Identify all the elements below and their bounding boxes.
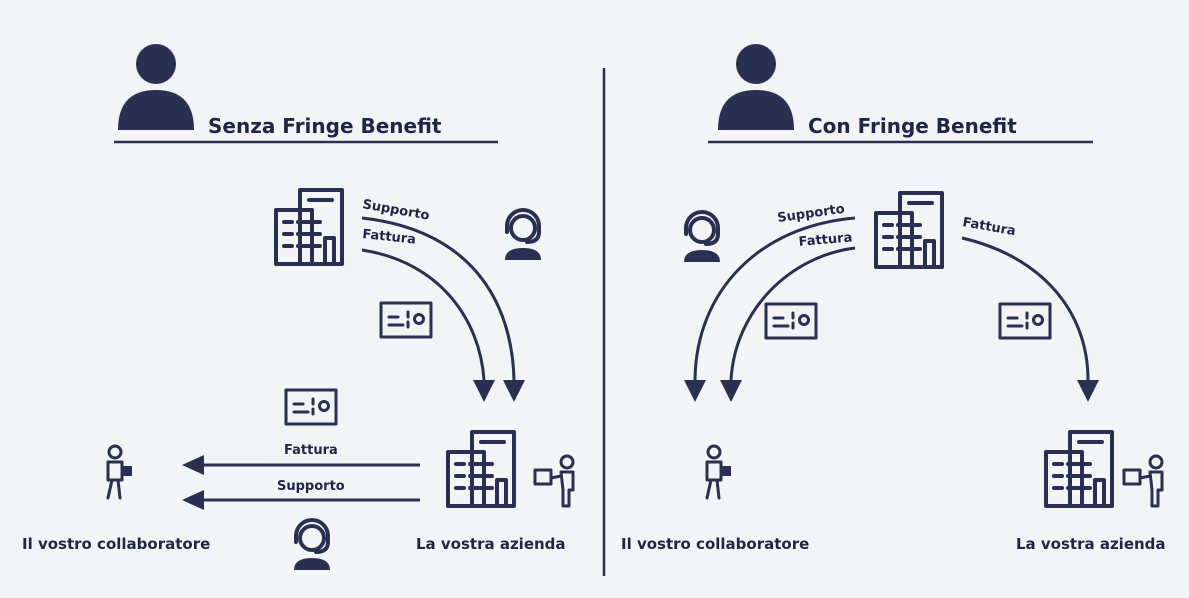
building-icon bbox=[1044, 430, 1114, 508]
person-icon bbox=[718, 44, 794, 130]
arc-arrow-supporto bbox=[693, 216, 856, 381]
left-panel: Senza Fringe Benefit Supporto Fattura Fa… bbox=[22, 44, 575, 572]
arc-arrow-fattura bbox=[361, 248, 486, 381]
arc-label-supporto: Supporto bbox=[776, 202, 845, 226]
arc-label-fattura-right: Fattura bbox=[961, 215, 1017, 239]
card-icon bbox=[998, 302, 1052, 340]
left-company-label: La vostra azienda bbox=[416, 535, 566, 553]
right-company-label: La vostra azienda bbox=[1016, 535, 1166, 553]
arrowhead bbox=[503, 380, 525, 402]
building-icon bbox=[274, 188, 344, 266]
building-icon bbox=[446, 430, 516, 508]
person-icon bbox=[118, 44, 194, 130]
presenter-icon bbox=[533, 454, 575, 508]
arrow-label-supporto: Supporto bbox=[277, 479, 345, 494]
arrow-label-fattura: Fattura bbox=[284, 443, 338, 458]
card-icon bbox=[379, 301, 433, 339]
card-icon bbox=[764, 302, 818, 340]
arrowhead bbox=[1077, 380, 1099, 402]
arc-label-fattura: Fattura bbox=[798, 230, 853, 250]
arrowhead bbox=[182, 455, 204, 475]
headset-icon bbox=[682, 210, 722, 264]
employee-icon bbox=[705, 444, 733, 500]
headset-icon bbox=[503, 208, 543, 262]
arc-arrow-fattura bbox=[729, 246, 856, 381]
right-heading: Con Fringe Benefit bbox=[808, 114, 1017, 138]
left-employee-label: Il vostro collaboratore bbox=[22, 535, 210, 553]
right-employee-label: Il vostro collaboratore bbox=[621, 535, 809, 553]
arrowhead bbox=[473, 380, 495, 402]
presenter-icon bbox=[1122, 454, 1164, 508]
employee-icon bbox=[106, 444, 134, 500]
arrowhead bbox=[684, 380, 706, 402]
arc-arrow-supporto bbox=[361, 216, 516, 381]
arc-arrow-fattura-right bbox=[961, 236, 1090, 381]
building-icon bbox=[874, 191, 944, 269]
right-panel: Con Fringe Benefit Supporto Fattura Fatt… bbox=[621, 44, 1166, 553]
arrowhead bbox=[182, 490, 204, 510]
headset-icon bbox=[292, 518, 332, 572]
left-heading: Senza Fringe Benefit bbox=[208, 114, 442, 138]
arrowhead bbox=[720, 380, 742, 402]
card-icon bbox=[284, 388, 338, 426]
arc-label-fattura: Fattura bbox=[362, 227, 417, 248]
